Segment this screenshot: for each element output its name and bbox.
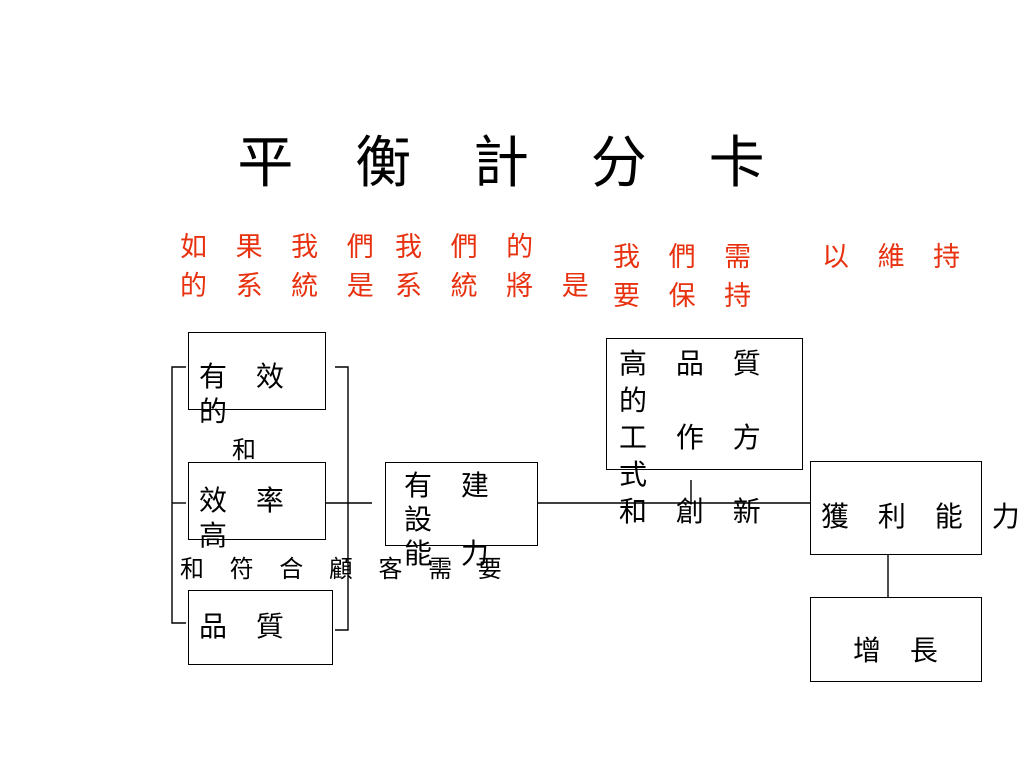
question-need-to-keep: 我 們 需 要 保 持 <box>613 242 762 312</box>
box-high-quality-work: 高 品 質 的 工 作 方 式 和 創 新 <box>606 338 803 528</box>
box-effective: 有 效 的 <box>188 332 326 428</box>
box-quality: 品 質 <box>188 590 333 665</box>
question-system-will-be: 我 們 的 系 統 將 是 <box>395 232 599 302</box>
label-and-customer-needs: 和 符 合 顧 客 需 要 <box>180 555 511 583</box>
question-if-system: 如 果 我 們 的 系 統 是 <box>180 232 384 302</box>
box-profitability: 獲 利 能 力 <box>810 461 1020 555</box>
question-to-maintain: 以 維 持 <box>822 242 971 273</box>
right-bracket-line <box>335 366 349 631</box>
box-growth: 增 長 <box>810 597 982 682</box>
label-and: 和 <box>232 436 265 464</box>
page-title: 平 衡 計 分 卡 <box>237 131 787 196</box>
box-constructive: 有 建 設 能 力 <box>385 462 538 570</box>
box-efficient: 效 率 高 <box>188 462 326 552</box>
left-bracket-line <box>171 366 186 624</box>
